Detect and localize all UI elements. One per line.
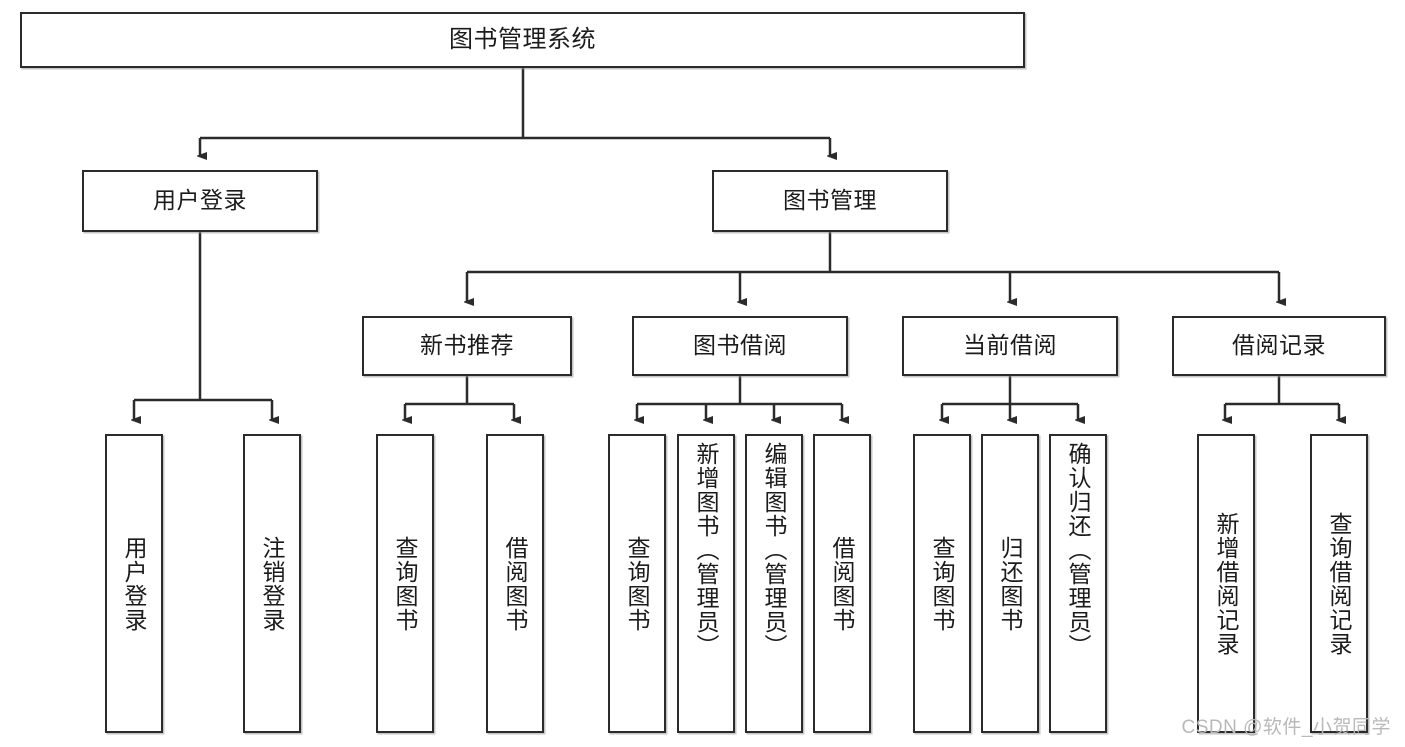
node-label: 图书管理系统 xyxy=(449,25,596,53)
node-label: 查询图书 xyxy=(392,535,419,632)
leaf-query-book-current[interactable]: 查询图书 xyxy=(913,434,971,733)
node-label: 归还图书 xyxy=(997,535,1024,632)
leaf-borrow-book-recommend[interactable]: 借阅图书 xyxy=(486,434,544,733)
node-label: 查询借阅记录 xyxy=(1326,511,1353,656)
node-label: 新增借阅记录 xyxy=(1213,511,1240,656)
leaf-query-book-recommend[interactable]: 查询图书 xyxy=(376,434,434,733)
leaf-query-book-borrow[interactable]: 查询图书 xyxy=(608,434,666,733)
node-book-borrow[interactable]: 图书借阅 xyxy=(632,316,848,376)
node-label: 注销登录 xyxy=(259,535,286,632)
leaf-borrow-book[interactable]: 借阅图书 xyxy=(813,434,871,733)
node-label: 新增图书（管理员） xyxy=(693,442,720,658)
leaf-edit-book-admin[interactable]: 编辑图书（管理员） xyxy=(745,434,803,733)
node-label: 用户登录 xyxy=(153,187,247,214)
leaf-user-login[interactable]: 用户登录 xyxy=(105,434,163,733)
node-label: 图书借阅 xyxy=(693,332,787,359)
node-label: 借阅图书 xyxy=(502,535,529,632)
node-label: 借阅图书 xyxy=(829,535,856,632)
node-book-management[interactable]: 图书管理 xyxy=(712,170,948,232)
leaf-add-book-admin[interactable]: 新增图书（管理员） xyxy=(677,434,735,733)
node-label: 新书推荐 xyxy=(420,332,514,359)
node-label: 用户登录 xyxy=(121,535,148,632)
leaf-add-borrow-record[interactable]: 新增借阅记录 xyxy=(1197,434,1255,733)
leaf-query-borrow-record[interactable]: 查询借阅记录 xyxy=(1310,434,1368,733)
node-label: 查询图书 xyxy=(929,535,956,632)
node-new-book-recommend[interactable]: 新书推荐 xyxy=(362,316,572,376)
node-label: 图书管理 xyxy=(783,187,877,214)
csdn-watermark: CSDN @软件_小贺同学 xyxy=(1181,717,1391,738)
node-current-borrow[interactable]: 当前借阅 xyxy=(902,316,1118,376)
node-label: 确认归还（管理员） xyxy=(1065,442,1092,658)
node-user-login[interactable]: 用户登录 xyxy=(82,170,318,232)
node-root-system[interactable]: 图书管理系统 xyxy=(20,12,1025,68)
node-label: 查询图书 xyxy=(624,535,651,632)
leaf-user-logout[interactable]: 注销登录 xyxy=(243,434,301,733)
node-borrow-record[interactable]: 借阅记录 xyxy=(1172,316,1386,376)
node-label: 借阅记录 xyxy=(1232,332,1326,359)
node-label: 当前借阅 xyxy=(963,332,1057,359)
leaf-confirm-return-admin[interactable]: 确认归还（管理员） xyxy=(1049,434,1107,733)
leaf-return-book[interactable]: 归还图书 xyxy=(981,434,1039,733)
node-label: 编辑图书（管理员） xyxy=(761,442,788,658)
